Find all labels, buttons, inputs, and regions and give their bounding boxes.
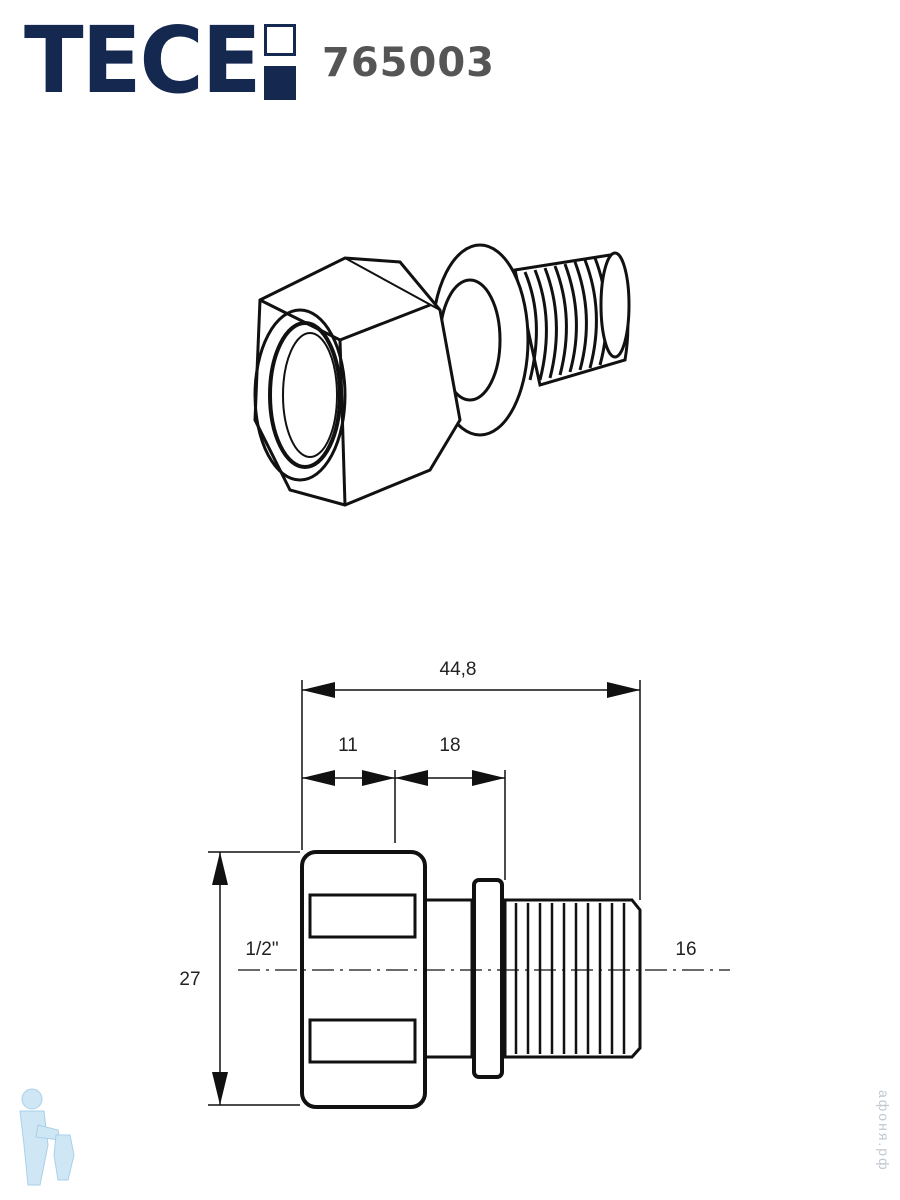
- dim-pipe-diameter: 16: [675, 939, 696, 960]
- plumber-mascot-icon: [19, 1088, 75, 1186]
- article-number: 765003: [322, 40, 495, 86]
- dimension-arrows: [212, 682, 640, 1105]
- dim-thread-size: 1/2": [245, 939, 278, 960]
- section-collar: [472, 878, 504, 1079]
- brand-name: TECE: [24, 7, 261, 114]
- section-view: [208, 680, 730, 1109]
- brand-logo-mark: [264, 24, 296, 100]
- brand-logo: TECE: [24, 7, 272, 114]
- dim-overall-length: 44,8: [440, 659, 477, 680]
- dim-nut-height: 27: [179, 969, 200, 990]
- watermark: афоня.рф: [876, 1090, 892, 1172]
- section-thread: [503, 898, 642, 1059]
- dim-body-length: 18: [439, 735, 460, 756]
- isometric-hex-nut: [253, 256, 462, 507]
- section-neck: [423, 898, 474, 1059]
- dim-nut-length: 11: [338, 735, 358, 756]
- isometric-fitting-view: [253, 243, 631, 507]
- section-nut: [300, 850, 427, 1109]
- isometric-thread: [513, 251, 631, 387]
